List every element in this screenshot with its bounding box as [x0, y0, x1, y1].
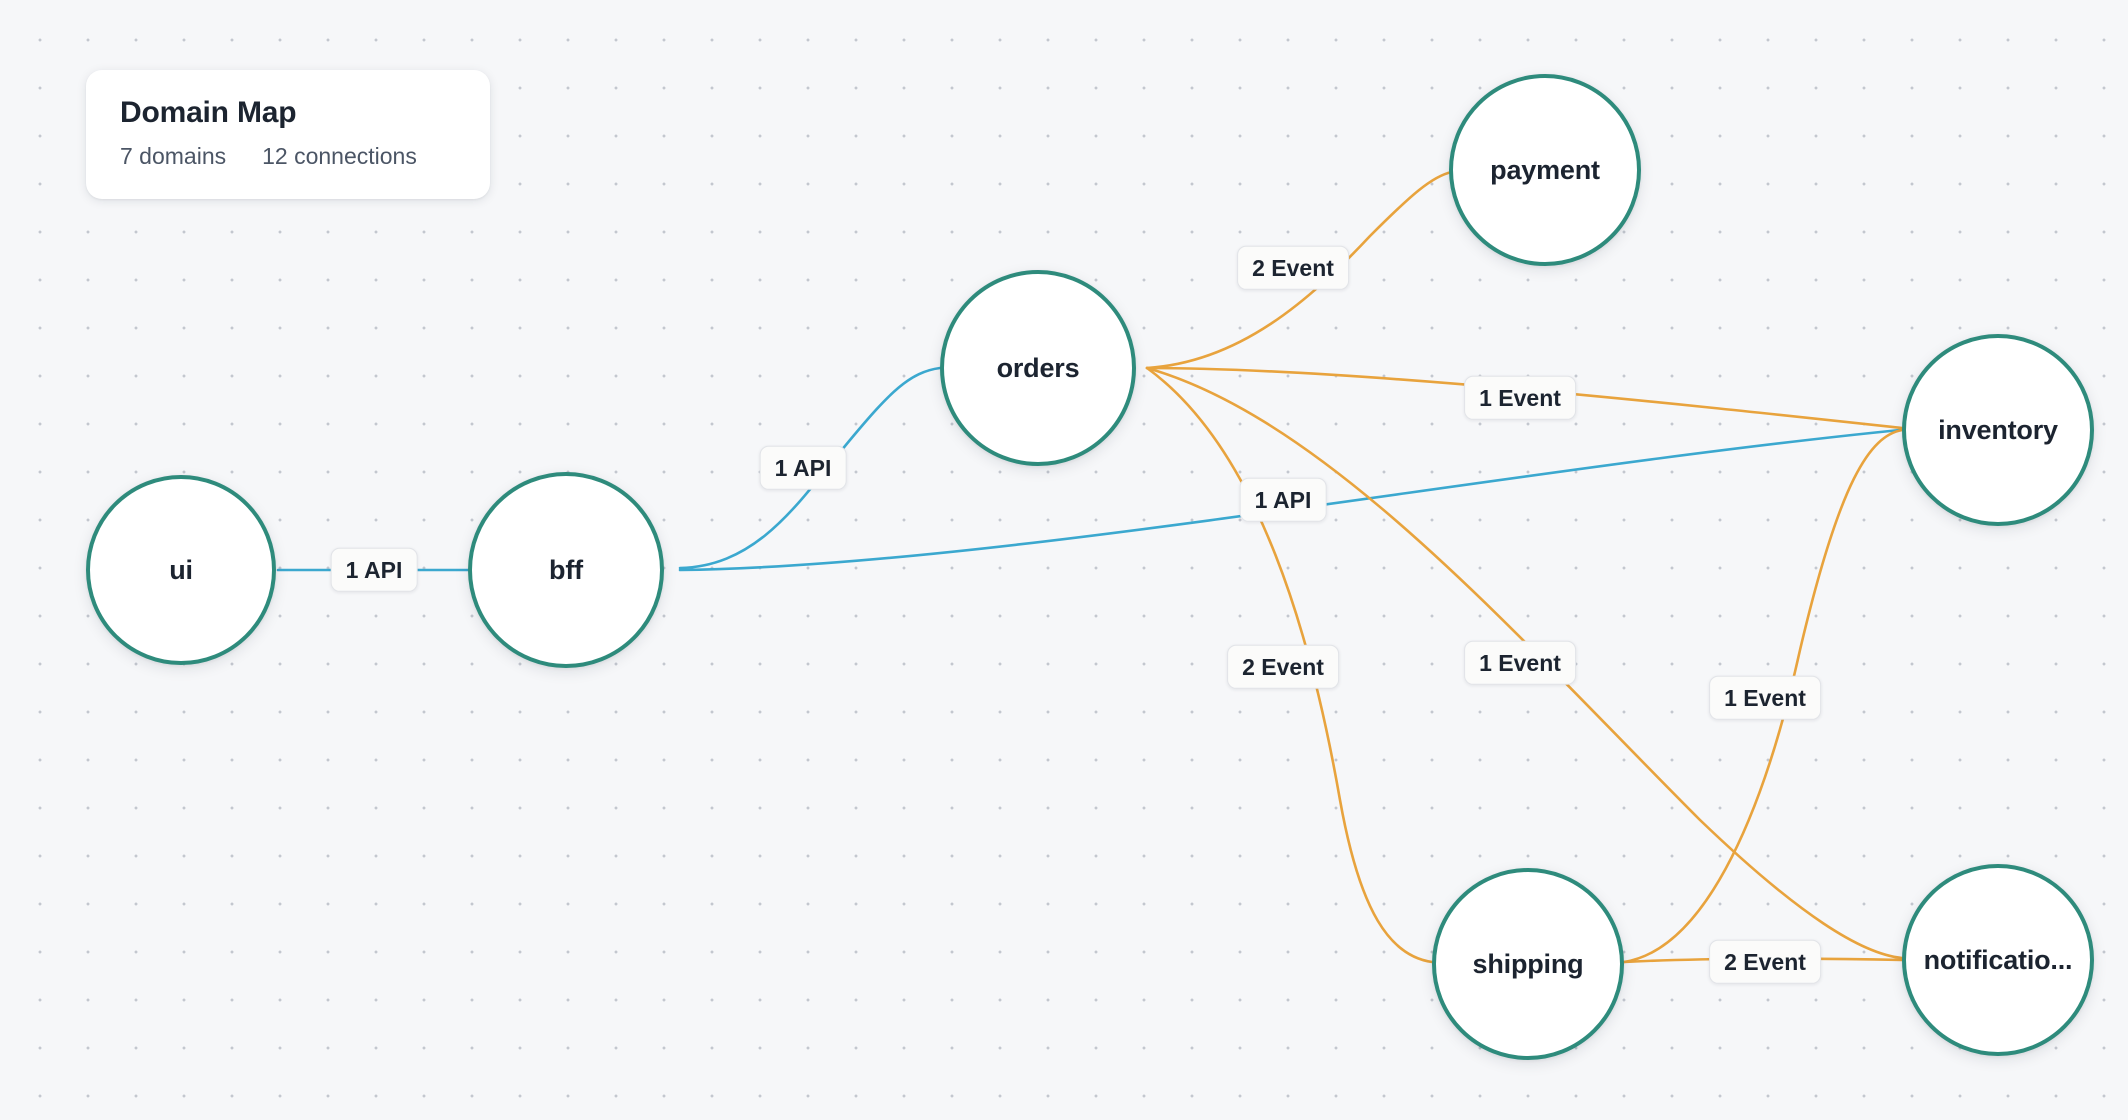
node-ui[interactable]: ui: [86, 475, 276, 665]
edge-orders-shipping[interactable]: [1145, 366, 1434, 964]
legend-stats: 7 domains 12 connections: [120, 143, 456, 171]
edge-label-orders-notifications[interactable]: 1 Event: [1464, 640, 1576, 686]
page-title: Domain Map: [120, 96, 297, 129]
legend-card: Domain Map 7 domains 12 connections: [86, 70, 490, 199]
node-bff[interactable]: bff: [468, 472, 664, 668]
edge-label-ui-bff[interactable]: 1 API: [330, 547, 418, 593]
edge-label-shipping-inventory[interactable]: 1 Event: [1709, 675, 1821, 721]
domain-count-label: 7 domains: [120, 143, 227, 169]
edge-label-bff-inventory[interactable]: 1 API: [1239, 477, 1327, 523]
node-label-bff: bff: [549, 554, 583, 585]
node-label-notifications: notificatio...: [1923, 944, 2073, 975]
node-label-inventory: inventory: [1938, 414, 2058, 445]
edge-label-shipping-notifications[interactable]: 2 Event: [1709, 939, 1821, 985]
edge-label-orders-payment[interactable]: 2 Event: [1237, 245, 1349, 291]
node-payment[interactable]: payment: [1449, 74, 1641, 266]
node-label-orders: orders: [996, 352, 1080, 383]
edge-label-orders-shipping[interactable]: 2 Event: [1227, 644, 1339, 690]
node-orders[interactable]: orders: [940, 270, 1136, 466]
node-shipping[interactable]: shipping: [1432, 868, 1624, 1060]
edge-label-bff-orders[interactable]: 1 API: [759, 445, 847, 491]
connection-count-label: 12 connections: [262, 143, 417, 169]
node-label-ui: ui: [169, 554, 193, 585]
edge-shipping-inventory[interactable]: [1622, 428, 1904, 964]
edge-label-orders-inventory[interactable]: 1 Event: [1464, 375, 1576, 421]
node-label-payment: payment: [1490, 154, 1600, 185]
node-notifications[interactable]: notificatio...: [1902, 864, 2094, 1056]
edge-orders-notifications[interactable]: [1145, 366, 1904, 960]
node-label-shipping: shipping: [1472, 948, 1584, 979]
node-inventory[interactable]: inventory: [1902, 334, 2094, 526]
